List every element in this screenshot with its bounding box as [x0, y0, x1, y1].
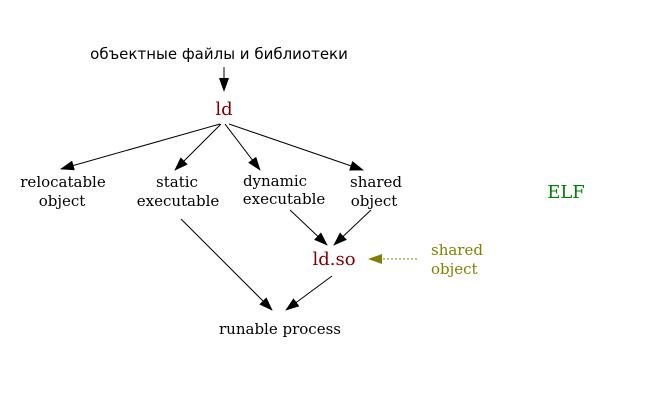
dynamic-executable-label-line1: dynamic — [243, 172, 307, 190]
shared-input-label-line2: object — [431, 260, 478, 278]
arrow-ld-to-static — [174, 123, 222, 171]
process-label: runable process — [219, 320, 341, 338]
arrow-ld-to-shared — [228, 123, 364, 171]
dynamic-executable-label-line2: executable — [243, 190, 326, 208]
arrow-ldso-to-process — [285, 275, 333, 311]
arrow-ld-to-relocatable — [60, 123, 221, 171]
arrow-static-to-process — [180, 218, 273, 311]
top-label: объектные файлы и библиотеки — [90, 45, 348, 63]
shared-input-label-line1: shared — [431, 241, 483, 259]
arrow-shared-to-ldso — [333, 209, 372, 246]
static-executable-label-line2: executable — [137, 192, 220, 210]
linker-label: ld — [215, 99, 232, 120]
relocatable-object-label-line2: object — [39, 192, 86, 210]
relocatable-object-label-line1: relocatable — [20, 173, 106, 191]
arrow-ld-to-dynamic — [224, 123, 261, 171]
arrow-dynamic-to-ldso — [289, 209, 328, 246]
static-executable-label-line1: static — [156, 173, 198, 191]
format-label: ELF — [547, 182, 585, 203]
shared-object-label-line2: object — [351, 192, 398, 210]
shared-object-label-line1: shared — [350, 173, 402, 191]
loader-label: ld.so — [312, 249, 355, 270]
